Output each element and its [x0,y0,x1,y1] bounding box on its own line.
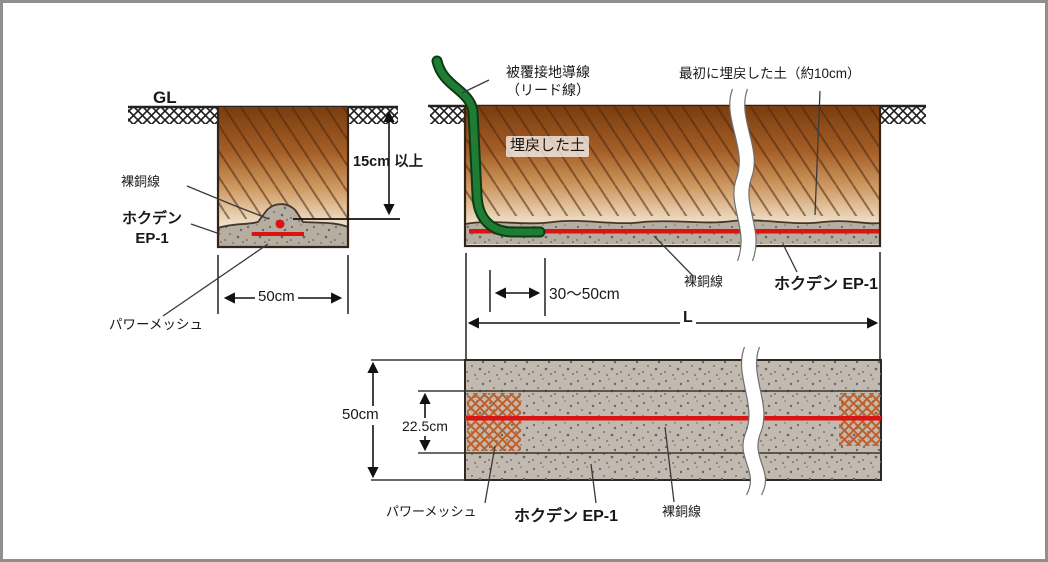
ground-hatch [880,107,926,124]
right-cross-section [428,55,926,360]
plan-bare-copper-wire-label: 裸銅線 [662,504,702,519]
plan-power-mesh-label: パワーメッシュ [386,504,477,519]
power-mesh-block [467,393,521,451]
left-bare-copper-wire-label: 裸銅線 [121,174,161,189]
backfilled-soil-label: 埋戻した土 [506,136,590,157]
first-backfill-label: 最初に埋戻した土（約10cm） [679,66,861,81]
left-power-mesh-label: パワーメッシュ [109,317,203,332]
right-bare-copper-wire-label: 裸銅線 [684,274,724,289]
offset-dimension: 30〜50cm [549,286,620,303]
ground-hatch [348,107,398,124]
ep1-layer-top-edge [217,203,349,229]
leader-line [782,243,798,273]
power-mesh-red-line [252,232,304,236]
length-dimension: L [680,308,696,328]
bare-copper-wire-line [469,229,880,234]
left-cross-section [128,105,400,317]
leader-line [186,185,270,220]
leader-line [664,426,675,503]
leader-line [814,90,821,216]
left-width-dimension: 50cm [255,288,298,307]
right-product-label: ホクデン EP-1 [774,276,879,293]
leader-line [653,235,694,277]
leader-line [590,463,597,504]
ground-hatch [430,107,464,124]
trench-outline [216,107,350,249]
covered-ground-wire-label: 被覆接地導線 （リード線） [506,64,590,98]
trench-outline [463,106,882,248]
ground-hatch [128,107,218,124]
plan-half-width-dimension: 22.5cm [399,418,451,436]
gl-label: GL [153,88,177,107]
lead-wire-cable [433,57,544,236]
plan-view [367,339,882,504]
diagram-canvas [128,55,926,504]
soil-hatch [465,106,880,216]
leader-line [461,79,490,94]
leader-line [484,445,496,504]
bare-copper-wire-line [465,416,881,421]
leader-line [190,223,221,235]
break-squiggle [729,81,757,269]
ep1-layer-top-edge [464,219,881,225]
break-squiggle [740,339,767,503]
plan-width-dimension: 50cm [339,406,382,425]
leader-line [162,243,269,317]
copper-wire-dot [275,219,285,229]
left-depth-dimension: 15cm 以上 [353,154,424,170]
soil-hatch [218,107,348,219]
plan-product-label: ホクデン EP-1 [514,508,619,525]
left-product-label: ホクデン EP-1 [121,210,182,248]
